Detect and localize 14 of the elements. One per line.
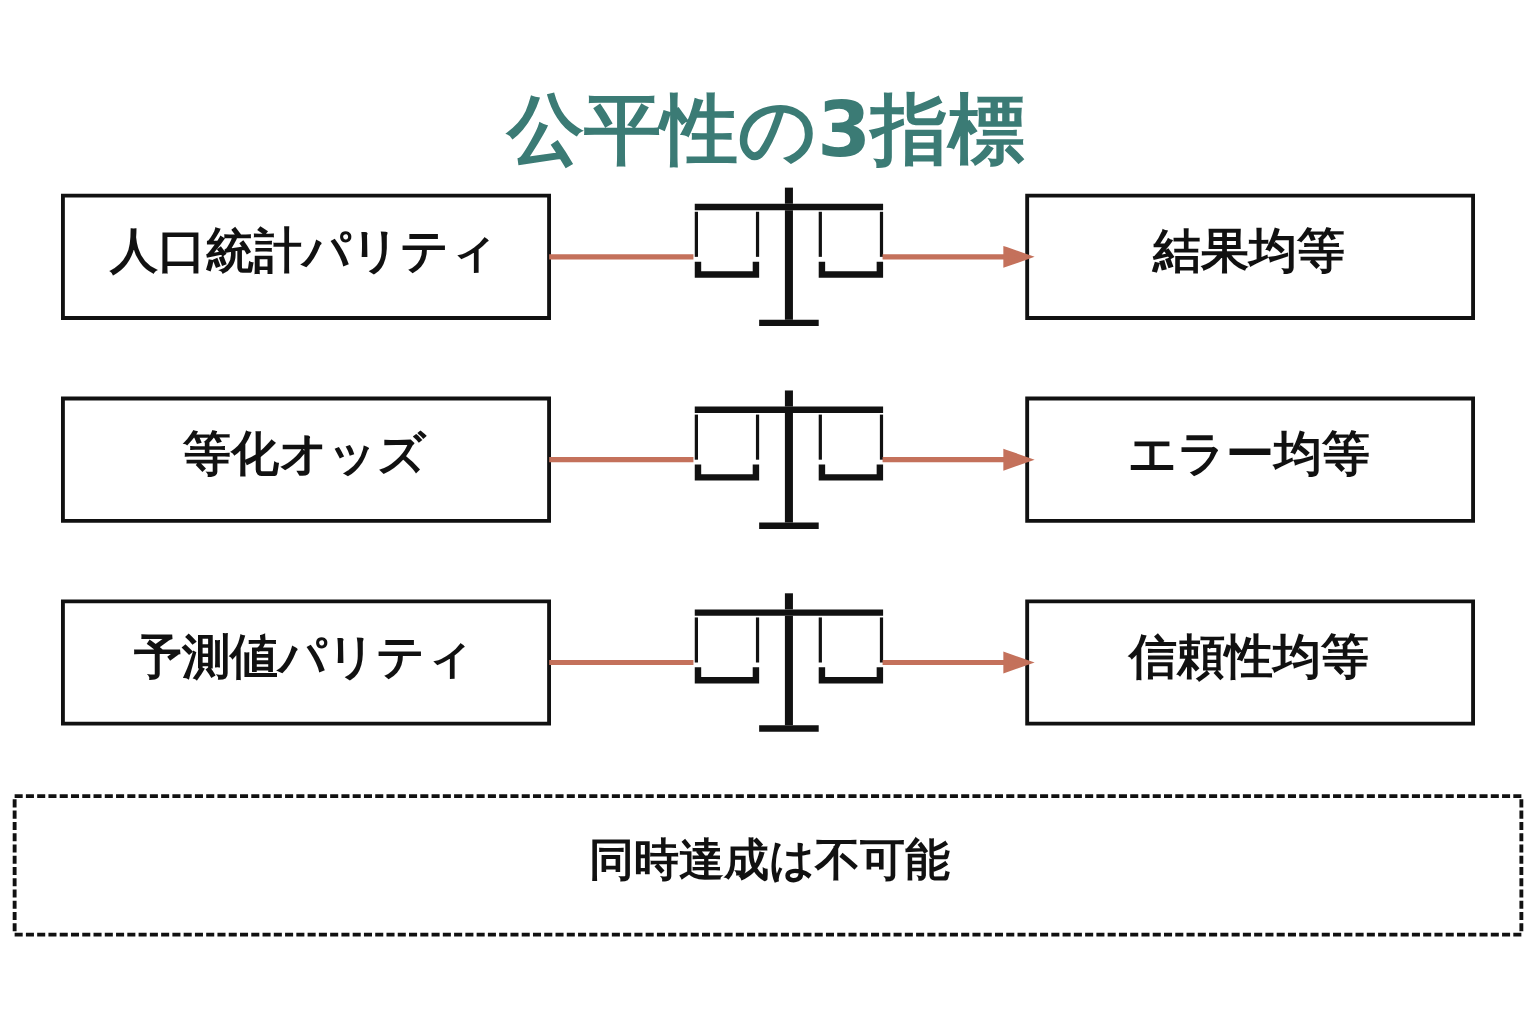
arrow bbox=[882, 448, 1035, 471]
diagram-title: 公平性の3指標 bbox=[507, 84, 1025, 175]
connector bbox=[549, 457, 694, 463]
node-box: 人口統計パリティ bbox=[61, 193, 551, 320]
arrow bbox=[882, 245, 1035, 268]
node-box: 信頼性均等 bbox=[1025, 599, 1475, 726]
node-box: エラー均等 bbox=[1025, 396, 1475, 523]
node-box: 等化オッズ bbox=[61, 396, 551, 523]
arrow bbox=[882, 651, 1035, 674]
connector bbox=[549, 254, 694, 260]
node-box: 結果均等 bbox=[1025, 193, 1475, 320]
node-box: 予測値パリティ bbox=[61, 599, 551, 726]
connector bbox=[549, 659, 694, 666]
node-box: 同時達成は不可能 bbox=[12, 794, 1524, 937]
